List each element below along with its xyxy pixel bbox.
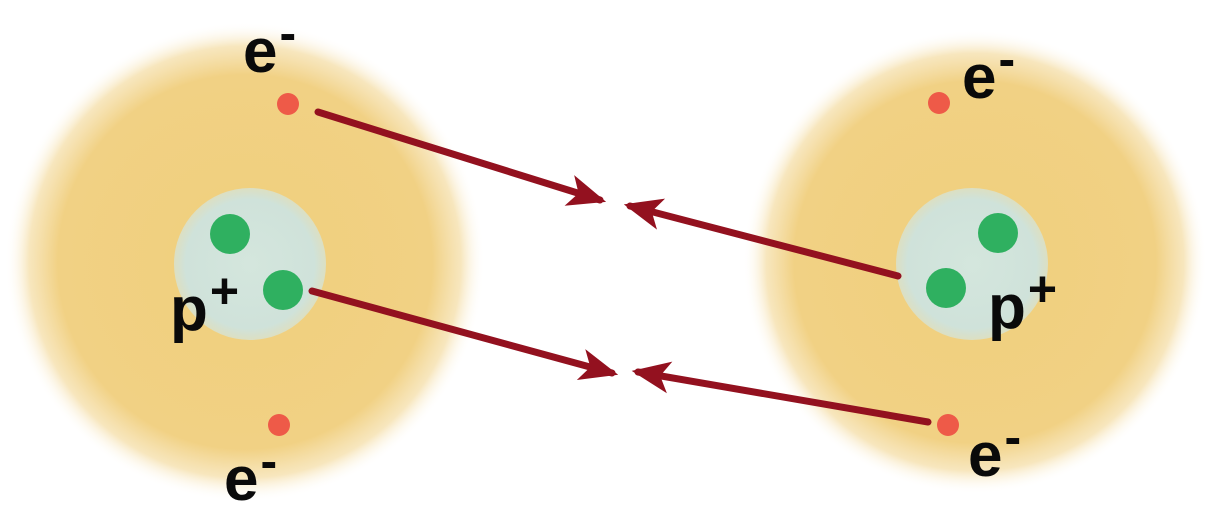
right-proton-bottom xyxy=(926,268,966,308)
right-electron-top xyxy=(928,92,950,114)
right-proton-top xyxy=(978,213,1018,253)
left-electron-top xyxy=(277,93,299,115)
left-atom: e- p+ e- xyxy=(5,5,485,514)
right-atom: e- p+ e- xyxy=(743,30,1207,494)
left-electron-bottom-label: e- xyxy=(224,433,277,514)
right-electron-bottom xyxy=(937,414,959,436)
left-proton-bottom xyxy=(263,270,303,310)
left-proton-top xyxy=(210,214,250,254)
